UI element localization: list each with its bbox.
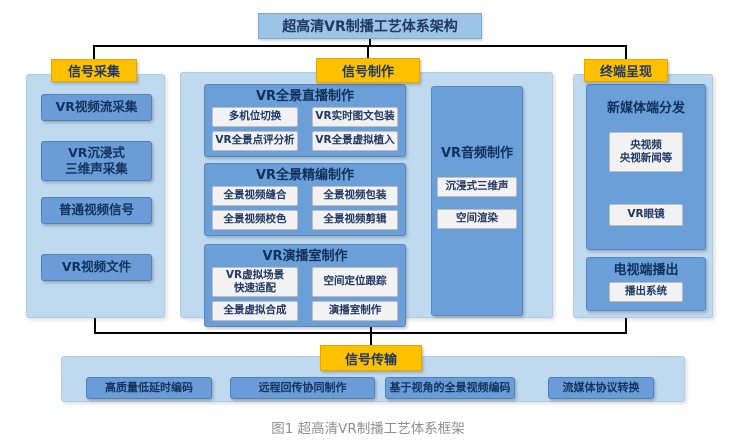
new-media-group: 新媒体端分发 央视频 央视新闻等 VR眼镜 xyxy=(586,84,706,250)
production-item: 全景虚拟合成 xyxy=(212,301,298,321)
group-title: VR全景精编制作 xyxy=(255,168,355,183)
terminal-item: VR眼镜 xyxy=(609,204,683,226)
group-title: VR全景直播制作 xyxy=(255,89,355,104)
terminal-item: 央视频 央视新闻等 xyxy=(609,132,683,172)
studio-production-group: VR演播室制作 VR虚拟场景 快速适配 空间定位跟踪 全景虚拟合成 演播室制作 xyxy=(204,244,406,327)
capture-item: 普通视频信号 xyxy=(41,197,152,224)
diagram-title: 超高清VR制播工艺体系架构 xyxy=(258,13,482,39)
production-header: 信号制作 xyxy=(316,58,420,83)
group-title: VR音频制作 xyxy=(440,146,514,161)
fine-editing-group: VR全景精编制作 全景视频缝合 全景视频包装 全景视频校色 全景视频剪辑 xyxy=(204,163,406,236)
production-item: 演播室制作 xyxy=(312,301,398,321)
terminal-container: 新媒体端分发 央视频 央视新闻等 VR眼镜 电视端播出 播出系统 xyxy=(573,74,713,318)
production-item: 全景视频剪辑 xyxy=(312,210,398,230)
group-title: 电视端播出 xyxy=(613,263,679,278)
group-title: VR演播室制作 xyxy=(262,249,348,264)
transmission-item: 基于视角的全景视频编码 xyxy=(385,377,515,399)
production-item: VR虚拟场景 快速适配 xyxy=(212,267,298,297)
audio-item: 空间渲染 xyxy=(437,209,517,229)
terminal-header: 终端呈现 xyxy=(584,59,668,82)
transmission-header: 信号传输 xyxy=(320,345,422,371)
production-item: 空间定位跟踪 xyxy=(312,267,398,297)
capture-item: VR视频文件 xyxy=(41,254,152,281)
transmission-item: 远程回传协同制作 xyxy=(230,377,375,399)
tv-broadcast-group: 电视端播出 播出系统 xyxy=(586,257,706,311)
capture-header: 信号采集 xyxy=(51,59,137,82)
terminal-item: 播出系统 xyxy=(609,282,683,302)
transmission-item: 流媒体协议转换 xyxy=(548,377,654,399)
audio-production-group: VR音频制作 沉浸式三维声 空间渲染 xyxy=(431,86,523,316)
audio-item: 沉浸式三维声 xyxy=(437,177,517,197)
production-item: 全景视频校色 xyxy=(212,210,298,230)
transmission-item: 高质量低延时编码 xyxy=(86,377,212,399)
production-item: 全景视频缝合 xyxy=(212,186,298,206)
production-item: VR实时图文包装 xyxy=(312,107,398,127)
group-title: 新媒体端分发 xyxy=(606,101,685,116)
capture-container: VR视频流采集 VR沉浸式 三维声采集 普通视频信号 VR视频文件 xyxy=(26,74,165,318)
production-item: 全景视频包装 xyxy=(312,186,398,206)
live-production-group: VR全景直播制作 多机位切换 VR实时图文包装 VR全景点评分析 VR全景虚拟植… xyxy=(204,84,406,157)
figure-caption: 图1 超高清VR制播工艺体系框架 xyxy=(271,421,465,437)
production-container: VR全景直播制作 多机位切换 VR实时图文包装 VR全景点评分析 VR全景虚拟植… xyxy=(180,72,553,327)
capture-item: VR视频流采集 xyxy=(41,94,152,121)
production-item: 多机位切换 xyxy=(212,107,298,127)
capture-item: VR沉浸式 三维声采集 xyxy=(41,141,152,181)
production-item: VR全景点评分析 xyxy=(212,131,298,151)
production-item: VR全景虚拟植入 xyxy=(312,131,398,151)
